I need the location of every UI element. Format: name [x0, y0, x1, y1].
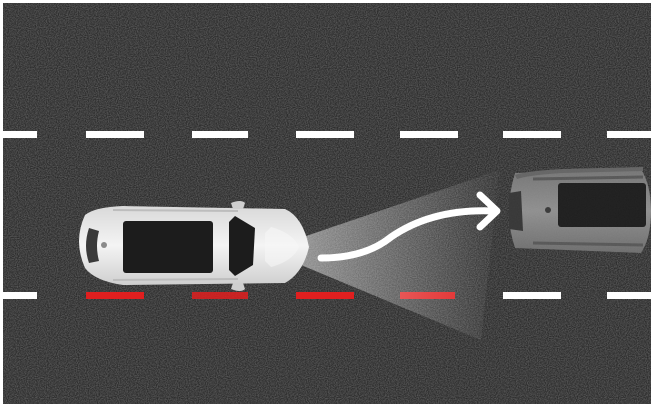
diagram-canvas [3, 3, 651, 404]
upper-lane-marking [3, 131, 651, 138]
lane-assist-diagram [3, 3, 651, 404]
ego-vehicle [79, 201, 309, 291]
lead-vehicle [509, 167, 651, 253]
